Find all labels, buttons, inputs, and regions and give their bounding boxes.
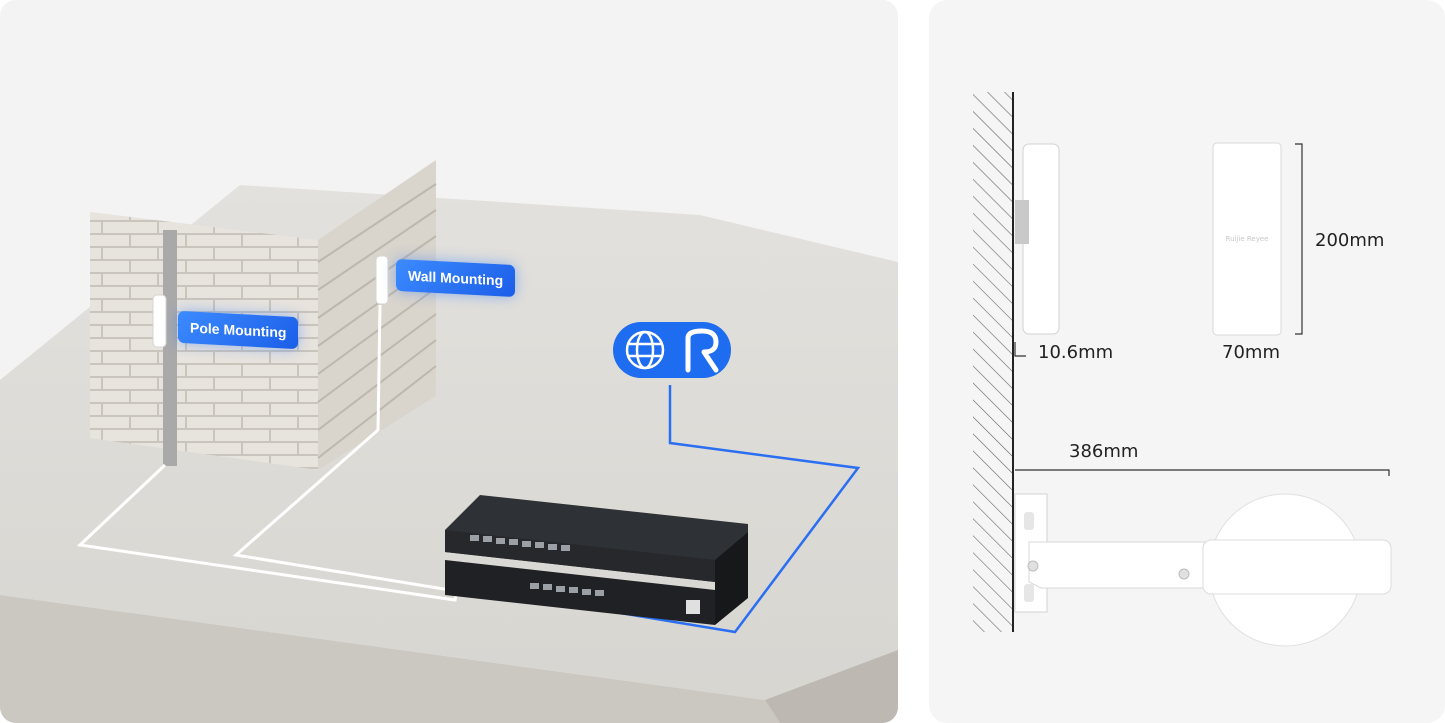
arm-length-dimension: 386mm: [1069, 441, 1139, 462]
brick-wall-side: [318, 160, 436, 470]
pole-mounting-label: Pole Mounting: [178, 310, 299, 350]
table-edge: [0, 595, 780, 723]
brand-mark: Ruijie Reyee: [1226, 235, 1269, 243]
width-dimension: 70mm: [1222, 342, 1280, 363]
dimension-panel: Ruijie Reyee 10.6mm 70mm 200mm 386mm: [929, 0, 1445, 723]
wall-bracket: [1015, 200, 1029, 244]
wall-hatching: [973, 92, 1013, 632]
height-dimension-line: [1295, 143, 1303, 335]
qr-code: [686, 600, 700, 614]
ruijie-cloud-icon: [685, 328, 719, 373]
mounting-pole: [163, 230, 177, 466]
dimension-diagram: Ruijie Reyee: [973, 92, 1392, 647]
globe-icon: [625, 330, 665, 370]
length-dimension-line: [1015, 469, 1390, 476]
mounting-arm: [1028, 541, 1216, 589]
dome-clamp-ring: [1202, 539, 1392, 595]
router-bottom: [445, 560, 715, 625]
wall-access-point: [375, 255, 389, 305]
pole-access-point: [152, 294, 167, 348]
depth-dimension: 10.6mm: [1038, 342, 1114, 363]
ap-front-view: [1212, 142, 1282, 336]
wall-mounting-label: Wall Mounting: [396, 258, 516, 298]
installation-illustration: [0, 160, 898, 723]
height-dimension: 200mm: [1315, 230, 1385, 251]
installation-scene: Pole Mounting Wall Mounting: [0, 0, 898, 723]
cloud-badge: [613, 322, 731, 378]
